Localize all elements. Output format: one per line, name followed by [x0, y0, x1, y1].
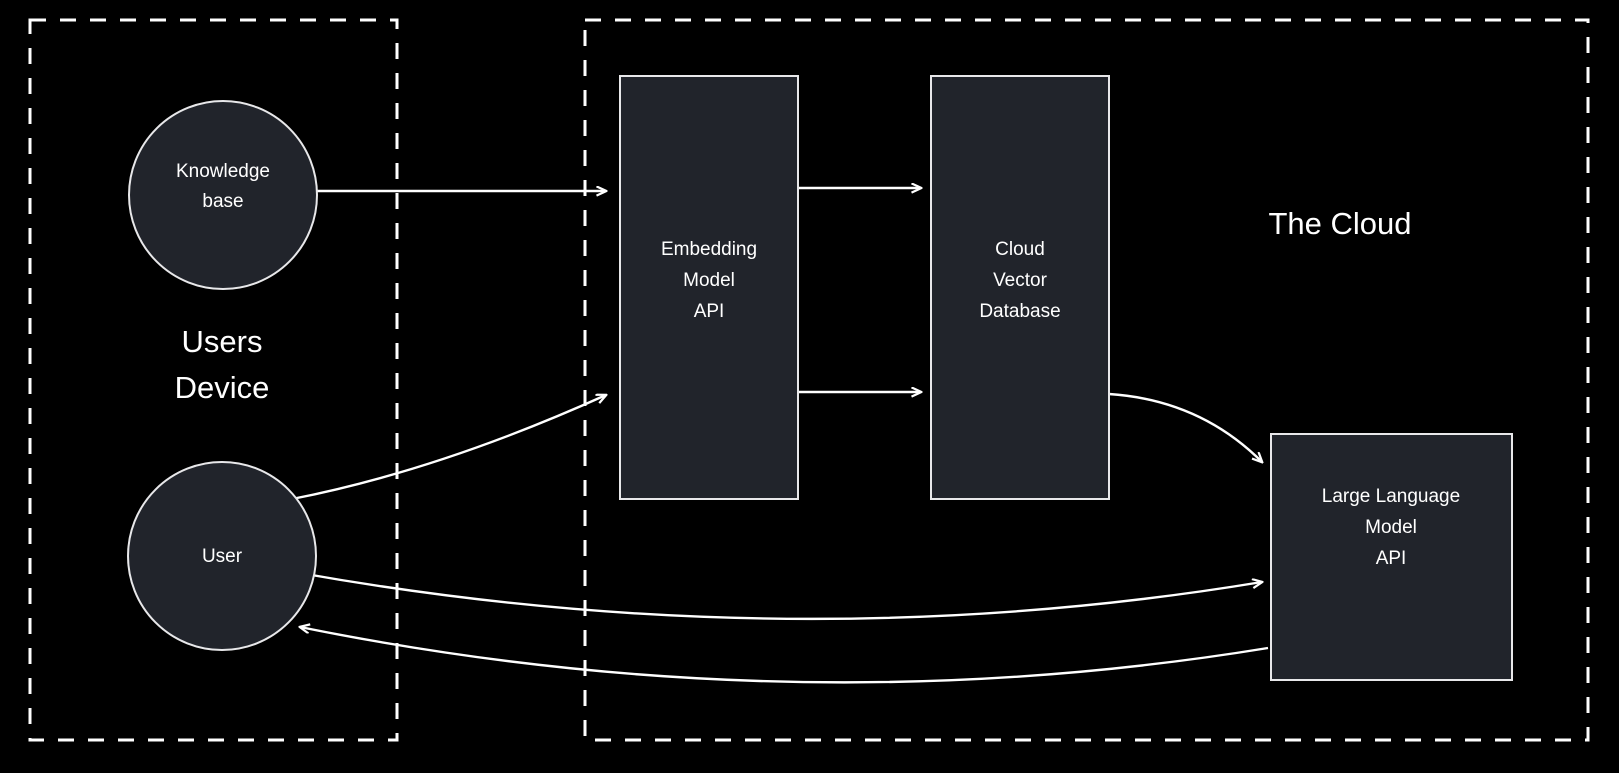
cloud-vector-database-label-line-1: Cloud	[995, 239, 1045, 260]
boundary-users-device	[28, 18, 399, 742]
cloud-vector-database-box[interactable]	[930, 75, 1110, 500]
large-language-model-api-label-line-2: Model	[1365, 517, 1417, 538]
edge-user-to-embedding-model	[291, 395, 606, 501]
cloud-vector-database-label-line-2: Vector	[993, 270, 1048, 291]
boundary-the-cloud	[583, 18, 1590, 742]
node-large-language-model-api[interactable]: Large Language Model API	[1270, 433, 1513, 681]
knowledge-base-circle[interactable]	[128, 100, 318, 290]
embedding-model-api-label-line-1: Embedding	[661, 239, 757, 260]
node-cloud-vector-database[interactable]: Cloud Vector Database	[930, 75, 1110, 500]
users-device-label-line-1: Users	[182, 324, 263, 359]
cloud-vector-database-label-line-3: Database	[979, 301, 1060, 322]
knowledge-base-label-line-1: Knowledge	[176, 161, 270, 182]
large-language-model-api-box[interactable]	[1270, 433, 1513, 681]
node-embedding-model-api[interactable]: Embedding Model API	[619, 75, 799, 500]
edge-vector-database-to-large-language-model	[1108, 392, 1262, 462]
edge-large-language-model-to-user	[300, 627, 1269, 684]
embedding-model-api-box[interactable]	[619, 75, 799, 500]
user-circle[interactable]	[127, 461, 317, 651]
embedding-model-api-label-line-3: API	[694, 301, 725, 322]
knowledge-base-label-line-2: base	[202, 191, 243, 212]
the-cloud-label: The Cloud	[1268, 206, 1411, 241]
large-language-model-api-label-line-1: Large Language	[1322, 486, 1460, 507]
node-user[interactable]: User	[127, 461, 317, 651]
user-label: User	[202, 546, 243, 567]
large-language-model-api-label-line-3: API	[1376, 548, 1407, 569]
edge-user-to-large-language-model	[299, 571, 1262, 621]
node-knowledge-base[interactable]: Knowledge base	[128, 100, 318, 290]
label-users-device: Users Device	[175, 324, 270, 405]
users-device-label-line-2: Device	[175, 370, 270, 405]
embedding-model-api-label-line-2: Model	[683, 270, 735, 291]
